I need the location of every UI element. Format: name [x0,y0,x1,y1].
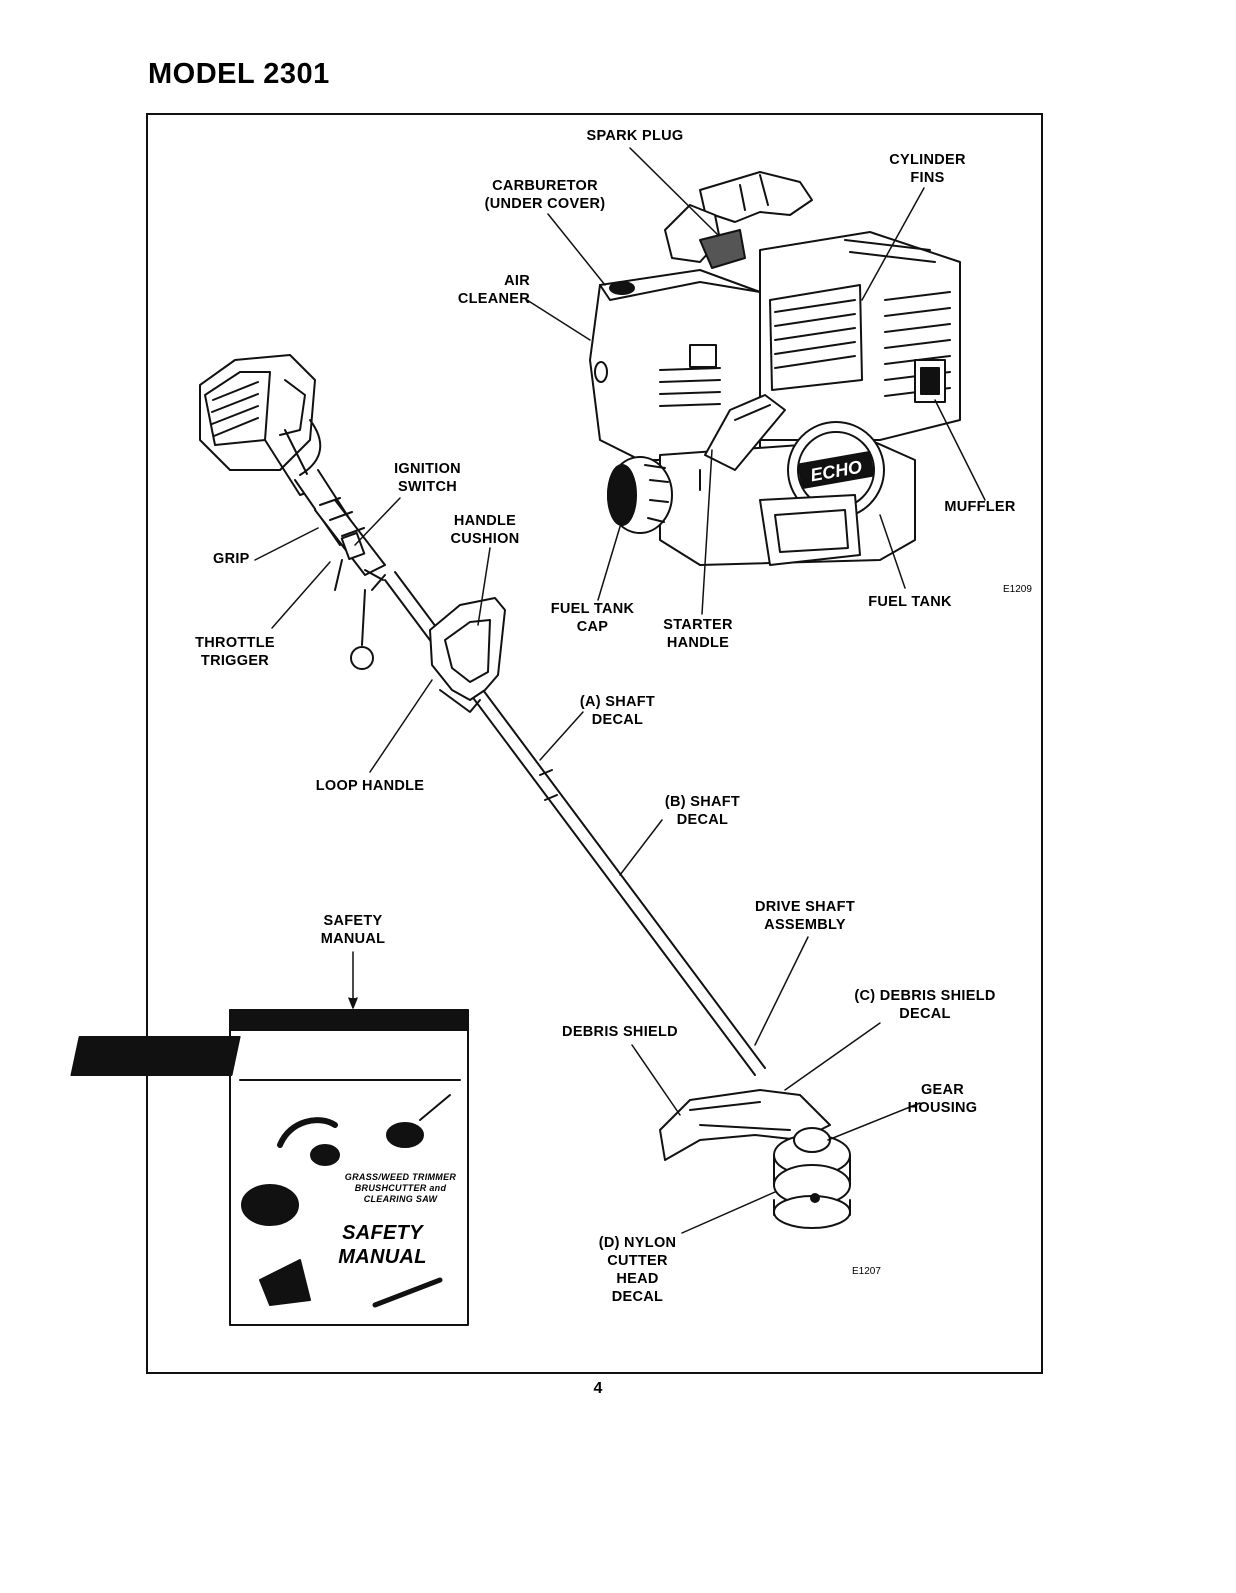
label-shaft-decal-b: (B) SHAFT DECAL [664,794,741,828]
leader-lines [254,147,986,1234]
label-carburetor: CARBURETOR (UNDER COVER) [484,178,606,212]
label-debris-shield: DEBRIS SHIELD [562,1024,678,1040]
engine-illustration [589,171,961,566]
figure-id-trimmer: E1207 [852,1266,881,1277]
manual-cover-subtitle: GRASS/WEED TRIMMER BRUSHCUTTER and CLEAR… [344,1172,457,1204]
label-shaft-decal-a: (A) SHAFT DECAL [579,694,656,728]
label-handle-cushion: HANDLE CUSHION [450,513,520,547]
label-grip: GRIP [213,551,250,567]
trimmer-illustration [199,354,851,1229]
label-fuel-tank: FUEL TANK [868,594,952,610]
manual-cover-title: SAFETY MANUAL [338,1222,427,1268]
label-gear-housing: GEAR HOUSING [907,1082,978,1116]
label-muffler: MUFFLER [944,499,1016,515]
label-air-cleaner: AIR CLEANER [457,273,530,307]
diagram-frame [146,113,1043,1374]
label-drive-shaft-assembly: DRIVE SHAFT ASSEMBLY [755,899,855,933]
label-cylinder-fins: CYLINDER FINS [889,152,966,186]
label-throttle-trigger: THROTTLE TRIGGER [195,635,275,669]
page-number: 4 [593,1380,603,1397]
label-debris-shield-decal-c: (C) DEBRIS SHIELD DECAL [854,988,996,1022]
label-loop-handle: LOOP HANDLE [315,778,425,794]
label-starter-handle: STARTER HANDLE [663,617,733,651]
label-nylon-cutter-head-decal-d: (D) NYLON CUTTER HEAD DECAL [598,1235,677,1305]
label-safety-manual: SAFETY MANUAL [320,913,386,947]
page-title: MODEL 2301 [148,58,330,90]
manual-brand-logo: ECHO [335,1040,422,1073]
label-spark-plug: SPARK PLUG [586,128,684,144]
label-fuel-tank-cap: FUEL TANK CAP [550,601,635,635]
figure-id-engine: E1209 [1003,584,1032,595]
safety-manual-cover [70,1009,469,1326]
label-ignition-switch: IGNITION SWITCH [394,461,461,495]
